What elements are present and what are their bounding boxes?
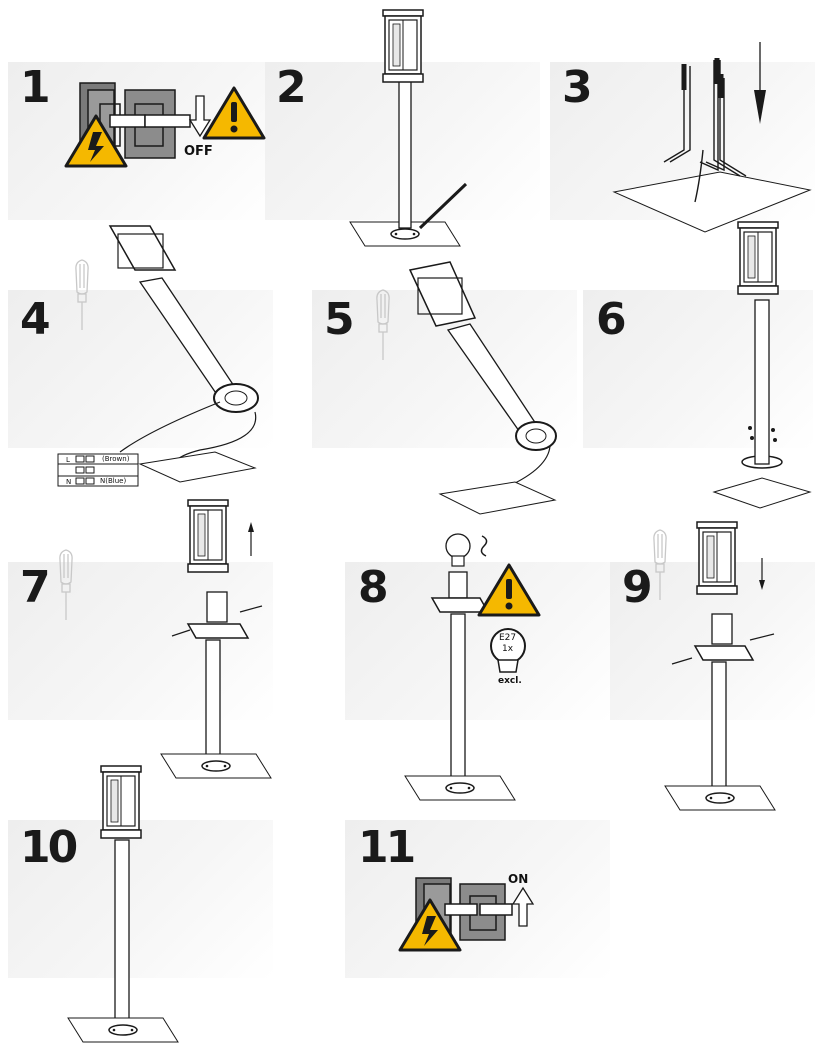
screwdriver-icon [75,259,89,331]
switch-on-label: ON [508,872,529,886]
terminal-block [57,453,139,487]
lamp-post [450,613,466,781]
lamp-lying [408,261,557,491]
step-8-panel [345,562,610,720]
wire-blue-label: N(Blue) [100,477,127,485]
bulb-excluded-label: excl. [498,676,522,686]
ground-plate [160,753,272,779]
warning-icon [477,563,541,617]
ground-plate [404,775,516,801]
screwdriver-icon [653,529,667,601]
step-number: 6 [596,294,627,345]
lamp-lying [108,225,259,463]
ground-plate [712,477,812,509]
arrow-up-icon [248,522,254,556]
bulb-socket-label: E27 [499,633,517,643]
screws [171,605,263,637]
step-number: 11 [358,822,416,873]
step-6-panel [583,290,813,448]
ground-plate [67,1017,179,1043]
lamp-socket [448,571,468,599]
lantern-head [187,499,229,573]
arrow-down-icon [759,558,765,590]
step-10-panel [8,820,273,978]
lamp-post [205,639,221,761]
step-number: 8 [358,562,389,613]
lantern-head [737,221,779,295]
ground-plate [438,481,557,515]
screwdriver-icon [59,549,73,621]
screwdriver-icon [376,289,390,361]
switch-off-label: OFF [184,144,213,159]
ground-plate [664,785,776,811]
step-number: 5 [324,294,355,345]
lamp-post [711,661,727,793]
screws [748,426,777,442]
lamp-post [398,79,412,229]
lamp-post [754,299,770,465]
warning-icon [202,86,266,140]
bulb-count-label: 1x [502,644,514,654]
bulb-icon [445,533,471,567]
screws [671,633,775,665]
step-number: 1 [20,62,51,113]
lantern-head [100,765,142,839]
screwdriver-icon [418,182,468,230]
wire-neutral-label: N [66,478,72,486]
ground-plate [138,451,257,483]
lamp-socket [206,591,228,623]
lantern-head [696,521,738,595]
step-number: 4 [20,294,51,345]
step-number: 2 [276,62,307,113]
lamp-post [114,839,130,1031]
wire-live-label: L [66,456,70,464]
step-number: 10 [20,822,78,873]
step-number: 9 [622,562,653,613]
step-number: 3 [562,62,593,113]
wire-brown-label: (Brown) [102,455,130,463]
bulb-spec-icon [490,628,526,673]
step-4-panel [8,290,273,448]
arrow-down-icon [754,42,766,124]
step-7-panel [8,562,273,720]
arrow-up-icon [511,886,535,927]
ground-plate [612,171,812,233]
lantern-head [382,9,424,83]
step-number: 7 [20,562,51,613]
arrow-down-icon [188,95,212,138]
